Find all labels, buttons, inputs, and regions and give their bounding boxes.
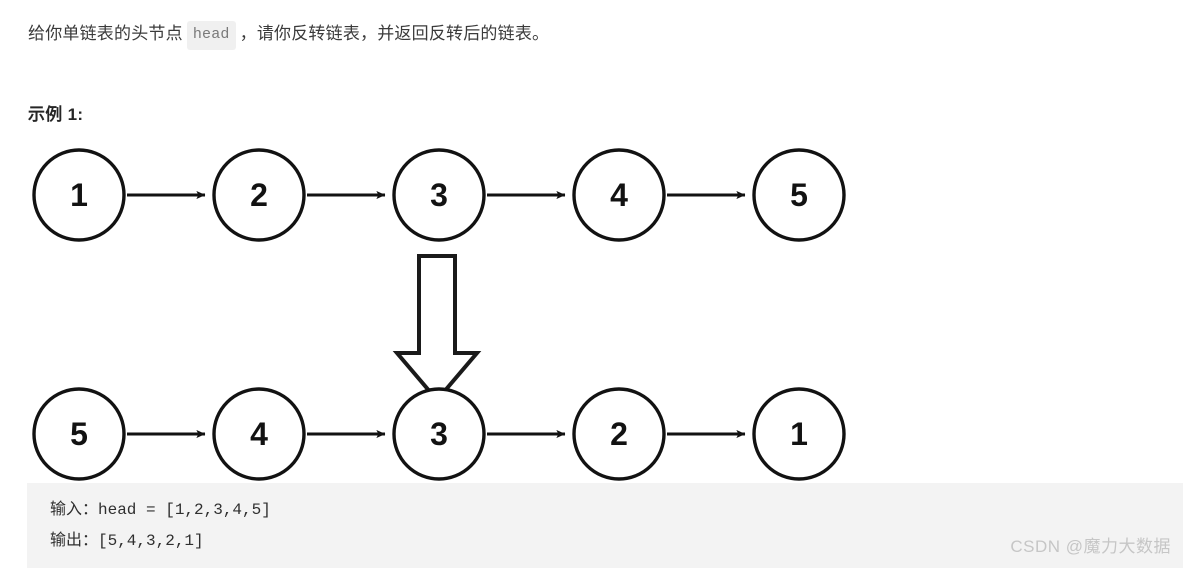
node-label-top-2: 3 bbox=[430, 177, 448, 213]
node-label-bottom-2: 3 bbox=[430, 416, 448, 452]
node-circle-top-4 bbox=[752, 148, 846, 242]
code-line-input: 输入：head = [1,2,3,4,5] bbox=[50, 501, 271, 519]
problem-statement-part-1: 给你单链表的头节点 bbox=[28, 24, 183, 43]
down-block-arrow-icon bbox=[392, 254, 482, 404]
node-circle-top-0 bbox=[32, 148, 126, 242]
inline-code-head: head bbox=[186, 21, 236, 50]
top-row-nodes: 1 2 3 4 5 bbox=[32, 148, 846, 242]
node-circle-top-1 bbox=[212, 148, 306, 242]
node-label-bottom-3: 2 bbox=[610, 416, 628, 452]
node-label-top-4: 5 bbox=[790, 177, 808, 213]
node-circle-bottom-4 bbox=[752, 387, 846, 481]
linked-list-diagram: 1 2 3 4 5 5 4 3 2 bbox=[0, 130, 1183, 490]
node-circle-bottom-1 bbox=[212, 387, 306, 481]
node-circle-top-3 bbox=[572, 148, 666, 242]
node-circle-top-2 bbox=[392, 148, 486, 242]
bottom-row-nodes: 5 4 3 2 1 bbox=[32, 387, 846, 481]
node-label-bottom-4: 1 bbox=[790, 416, 808, 452]
example-io-code-block: 输入：head = [1,2,3,4,5] 输出：[5,4,3,2,1] bbox=[27, 483, 1183, 568]
node-label-top-1: 2 bbox=[250, 177, 268, 213]
node-label-bottom-0: 5 bbox=[70, 416, 88, 452]
node-label-top-3: 4 bbox=[610, 177, 628, 213]
node-circle-bottom-3 bbox=[572, 387, 666, 481]
problem-statement-part-2: ，请你反转链表，并返回反转后的链表。 bbox=[239, 24, 550, 43]
example-heading: 示例 1: bbox=[28, 105, 84, 124]
node-label-top-0: 1 bbox=[70, 177, 88, 213]
node-circle-bottom-2 bbox=[392, 387, 486, 481]
code-line-output: 输出：[5,4,3,2,1] bbox=[50, 532, 204, 550]
csdn-watermark: CSDN @魔力大数据 bbox=[1010, 537, 1171, 556]
node-label-bottom-1: 4 bbox=[250, 416, 268, 452]
node-circle-bottom-0 bbox=[32, 387, 126, 481]
